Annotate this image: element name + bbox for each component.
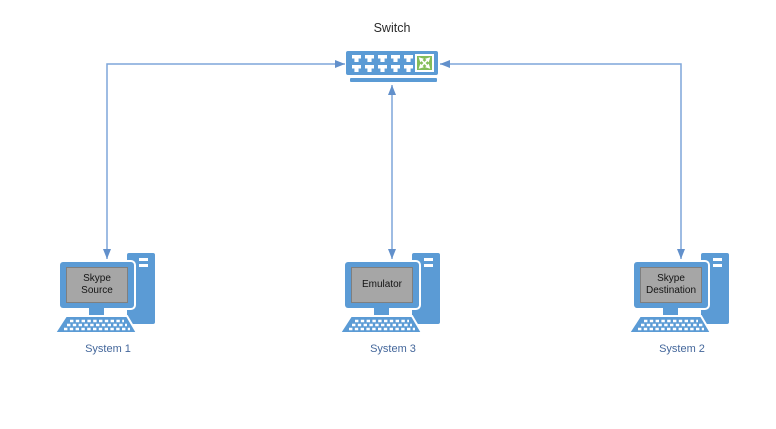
computer-system-2: Skype Destination System 2 [628,253,730,355]
screen-label: Skype Destination [645,272,697,297]
switch-base [350,78,437,82]
keyboard-icon [628,315,712,334]
tower-vent-stripe [139,258,148,261]
ethernet-port-icon [365,65,374,72]
screen-label: Skype Source [81,272,113,297]
system-label: System 2 [659,343,705,355]
network-switch-icon [346,51,438,75]
computer-monitor-icon: Emulator [345,262,419,308]
system-label: System 1 [85,343,131,355]
ethernet-port-icon [404,65,413,72]
computer-screen: Emulator [351,267,413,303]
tower-vent-stripe [424,264,433,267]
ethernet-port-icon [378,55,387,62]
ethernet-port-icon [378,65,387,72]
ethernet-port-icon [391,55,400,62]
keyboard-icon [54,315,138,334]
system-label: System 3 [370,343,416,355]
tower-vent-stripe [139,264,148,267]
ethernet-port-icon [391,65,400,72]
ethernet-port-icon [352,55,361,62]
computer-tower-icon [127,253,155,324]
computer-screen: Skype Destination [640,267,702,303]
monitor-stand [89,308,104,318]
keyboard-icon [339,315,423,334]
computer-screen: Skype Source [66,267,128,303]
computer-system-3: Emulator System 3 [339,253,441,355]
ethernet-port-icon [404,55,413,62]
monitor-stand [374,308,389,318]
tower-vent-stripe [713,258,722,261]
computer-monitor-icon: Skype Source [60,262,134,308]
computer-monitor-icon: Skype Destination [634,262,708,308]
monitor-stand [663,308,678,318]
ethernet-port-icon [365,55,374,62]
computer-system-1: Skype Source System 1 [54,253,156,355]
switch-label: Switch [373,21,411,35]
connector-system2-switch [440,60,685,259]
connector-system1-switch [103,60,345,259]
switch-ports [352,55,416,72]
tower-vent-stripe [424,258,433,261]
tower-vent-stripe [713,264,722,267]
crossover-arrows-icon [415,54,434,72]
ethernet-port-icon [352,65,361,72]
screen-label: Emulator [361,278,402,290]
